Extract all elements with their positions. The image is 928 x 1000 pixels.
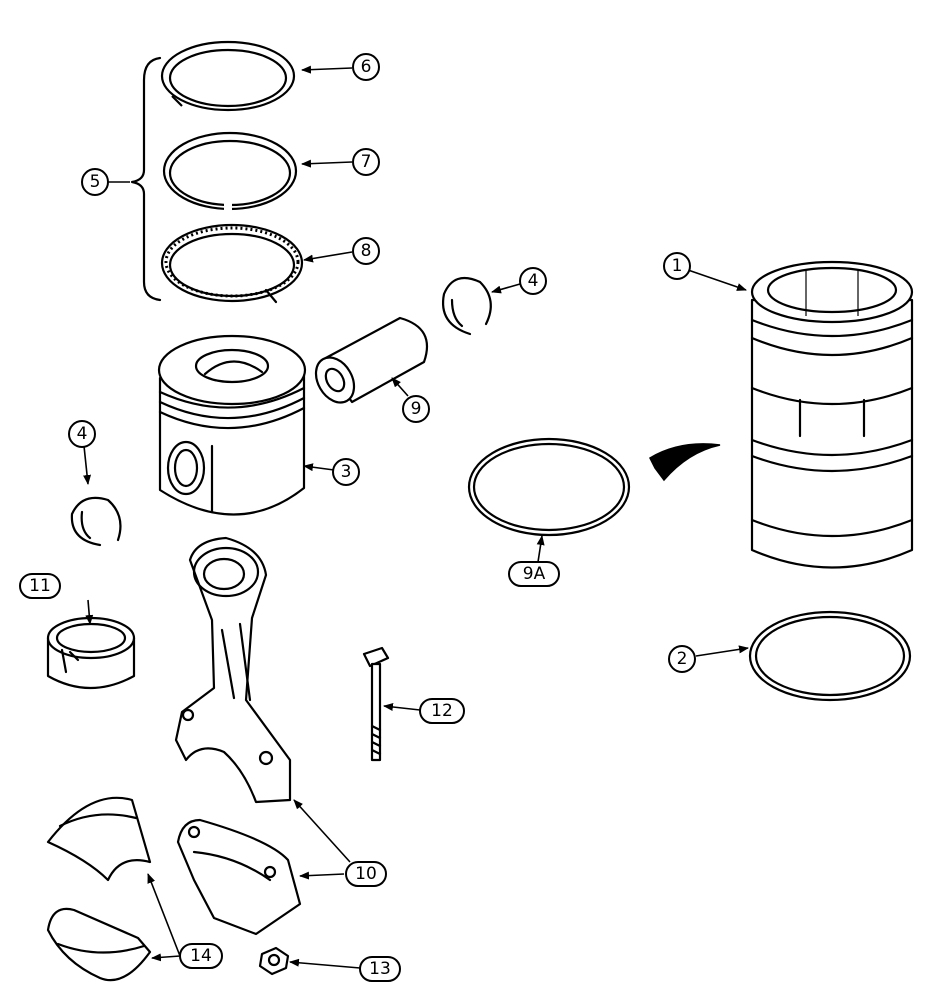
direction-arrow-icon [649, 443, 721, 482]
cylinder-liner [750, 260, 914, 569]
callout-4-right-label: 4 [528, 271, 539, 291]
piston-ring-oil [160, 223, 304, 304]
callout-8: 8 [352, 237, 380, 265]
piston-ring-second [162, 131, 298, 212]
callout-13-label: 13 [369, 959, 391, 979]
piston [157, 334, 307, 516]
callout-10-label: 10 [355, 864, 377, 884]
callout-9: 9 [402, 395, 430, 423]
bearing-shell-upper [46, 796, 152, 882]
callout-5: 5 [81, 168, 109, 196]
callout-2: 2 [668, 645, 696, 673]
connecting-rod-nut [258, 946, 290, 976]
callout-6: 6 [352, 53, 380, 81]
callout-14-label: 14 [190, 946, 212, 966]
callout-6-label: 6 [361, 57, 372, 77]
callout-9a-label: 9A [523, 564, 546, 584]
callout-7-label: 7 [361, 152, 372, 172]
callout-4-left: 4 [68, 420, 96, 448]
callout-9-label: 9 [411, 399, 422, 419]
snap-ring-right [441, 276, 492, 336]
callout-2-label: 2 [677, 649, 688, 669]
ring-set-bracket [130, 56, 162, 302]
callout-7: 7 [352, 148, 380, 176]
callout-1: 1 [663, 252, 691, 280]
small-end-bushing [46, 616, 136, 690]
connecting-rod-bolt [362, 646, 390, 762]
callout-11-label: 11 [29, 576, 51, 596]
callout-12: 12 [419, 698, 465, 724]
bearing-shell-lower [46, 907, 152, 982]
snap-ring-left [70, 496, 122, 547]
callout-3-label: 3 [341, 462, 352, 482]
callout-5-label: 5 [90, 172, 101, 192]
callout-10: 10 [345, 861, 387, 887]
callout-13: 13 [359, 956, 401, 982]
connecting-rod [174, 536, 292, 804]
callout-1-label: 1 [672, 256, 683, 276]
liner-seal-ring [748, 610, 912, 702]
callout-14: 14 [179, 943, 223, 969]
piston-pin [314, 316, 429, 404]
callout-11: 11 [19, 573, 61, 599]
callout-4-right: 4 [519, 267, 547, 295]
piston-ring-top [160, 40, 296, 112]
o-ring-9a [467, 437, 631, 537]
callout-4-left-label: 4 [77, 424, 88, 444]
callout-9a: 9A [508, 561, 560, 587]
callout-8-label: 8 [361, 241, 372, 261]
leader-lines [83, 65, 749, 969]
callout-12-label: 12 [431, 701, 453, 721]
connecting-rod-cap [176, 818, 302, 936]
callout-3: 3 [332, 458, 360, 486]
